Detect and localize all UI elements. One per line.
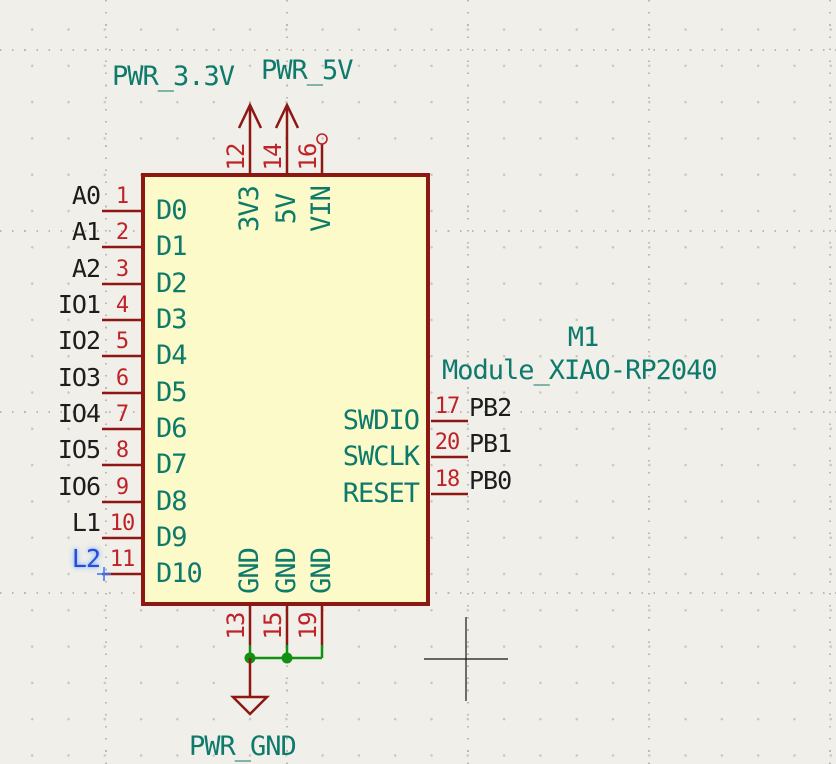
pin-number-9: 9 bbox=[115, 475, 129, 500]
pin-number-1: 1 bbox=[115, 184, 129, 209]
pin-number-17: 17 bbox=[434, 394, 461, 419]
net-label-io2[interactable]: IO2 bbox=[57, 326, 101, 355]
pin-name-d0: D0 bbox=[156, 195, 188, 226]
pin-name-d10: D10 bbox=[156, 558, 203, 589]
pin-name-d6: D6 bbox=[156, 413, 188, 444]
pin-number-8: 8 bbox=[115, 438, 129, 463]
net-label-a2[interactable]: A2 bbox=[71, 254, 101, 283]
pin-number-4: 4 bbox=[115, 293, 129, 318]
pin-number-11: 11 bbox=[109, 547, 136, 572]
net-label-io3[interactable]: IO3 bbox=[57, 363, 101, 392]
net-label-a0[interactable]: A0 bbox=[71, 181, 101, 210]
power-label-3v3[interactable]: PWR_3.3V bbox=[112, 61, 235, 92]
crosshair-cursor bbox=[424, 617, 508, 701]
pin-number-10: 10 bbox=[109, 511, 136, 536]
net-label-io4[interactable]: IO4 bbox=[57, 399, 101, 428]
net-label-pb2[interactable]: PB2 bbox=[469, 393, 512, 422]
pin-number-2: 2 bbox=[115, 220, 129, 245]
net-label-io1[interactable]: IO1 bbox=[57, 290, 101, 319]
pin-number-15: 15 bbox=[259, 612, 287, 640]
pin-name-swdio: SWDIO bbox=[342, 405, 420, 436]
pin-number-19: 19 bbox=[294, 612, 322, 640]
pin-name-d2: D2 bbox=[156, 268, 188, 299]
pin-name-d7: D7 bbox=[156, 449, 188, 480]
symbol-body-module-xiao-rp2040[interactable] bbox=[141, 173, 430, 606]
selection-anchor-cross bbox=[97, 567, 111, 581]
net-label-io5[interactable]: IO5 bbox=[57, 435, 101, 464]
net-label-l2[interactable]: L2 bbox=[71, 544, 101, 573]
unconnected-pin-marker bbox=[316, 133, 328, 145]
power-label-5v[interactable]: PWR_5V bbox=[261, 55, 354, 86]
pin-name-d5: D5 bbox=[156, 377, 188, 408]
pin-name-5v: 5V bbox=[271, 193, 302, 225]
pin-number-18: 18 bbox=[434, 467, 461, 492]
net-label-a1[interactable]: A1 bbox=[71, 217, 101, 246]
power-flag-gnd[interactable] bbox=[229, 658, 271, 716]
pin-name-vin: VIN bbox=[306, 186, 337, 232]
reference-field[interactable]: M1 bbox=[567, 322, 600, 353]
net-label-pb1[interactable]: PB1 bbox=[469, 429, 512, 458]
pin-name-3v3: 3V3 bbox=[234, 186, 265, 232]
pin-name-reset: RESET bbox=[342, 478, 420, 509]
power-flag-3v3[interactable] bbox=[237, 102, 263, 175]
power-label-gnd[interactable]: PWR_GND bbox=[189, 731, 297, 762]
pin-number-3: 3 bbox=[115, 257, 129, 282]
pin-number-5: 5 bbox=[115, 329, 129, 354]
pin-number-20: 20 bbox=[434, 430, 461, 455]
pin-name-d1: D1 bbox=[156, 231, 188, 262]
pin-name-d3: D3 bbox=[156, 304, 188, 335]
net-label-pb0[interactable]: PB0 bbox=[469, 466, 512, 495]
net-label-l1[interactable]: L1 bbox=[71, 508, 101, 537]
pin-name-gnd: GND bbox=[234, 548, 265, 594]
net-label-io6[interactable]: IO6 bbox=[57, 472, 101, 501]
pin-name-gnd: GND bbox=[306, 548, 337, 594]
pin-number-13: 13 bbox=[222, 612, 250, 640]
pin-name-d8: D8 bbox=[156, 486, 188, 517]
pin-name-d4: D4 bbox=[156, 340, 188, 371]
pin-name-swclk: SWCLK bbox=[342, 441, 420, 472]
pin-number-6: 6 bbox=[115, 366, 129, 391]
pin-number-7: 7 bbox=[115, 402, 129, 427]
pin-name-d9: D9 bbox=[156, 522, 188, 553]
pin-name-gnd: GND bbox=[271, 548, 302, 594]
value-field[interactable]: Module_XIAO-RP2040 bbox=[442, 355, 718, 386]
wire-junction[interactable] bbox=[281, 652, 293, 664]
